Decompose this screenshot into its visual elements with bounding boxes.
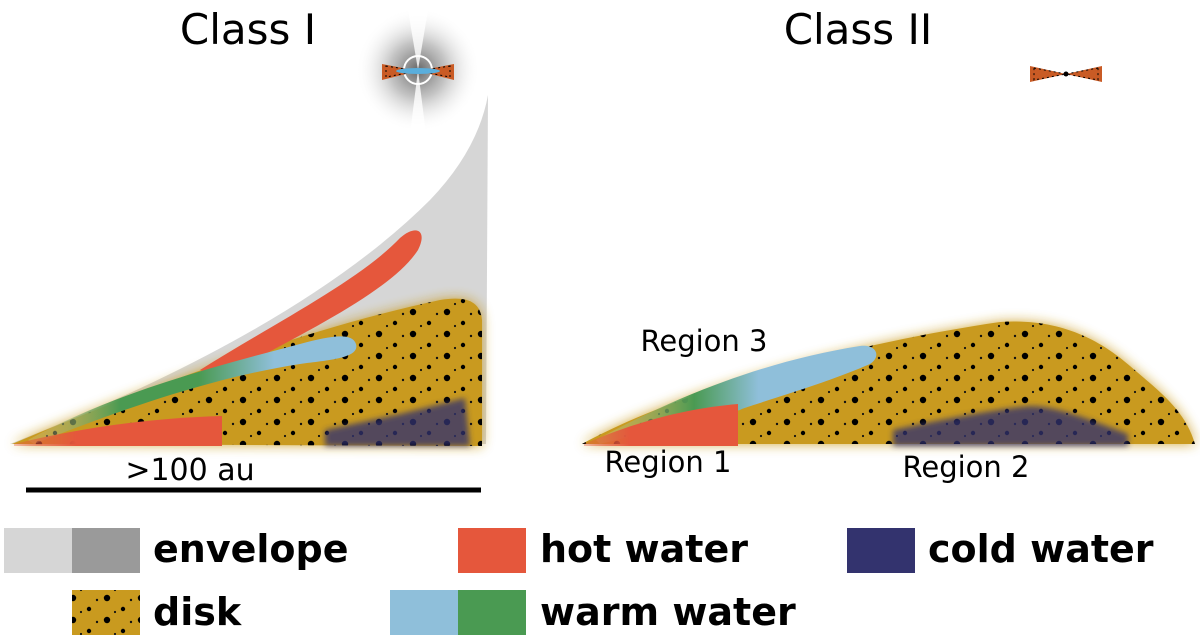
region-3-label: Region 3 bbox=[641, 324, 768, 358]
region-1-label: Region 1 bbox=[605, 445, 732, 479]
legend-envelope-label: envelope bbox=[153, 527, 348, 571]
legend-hot-water-label: hot water bbox=[540, 527, 748, 571]
legend: envelope disk hot water warm water cold … bbox=[4, 527, 1154, 635]
class-i-hot-water-plume bbox=[200, 230, 422, 378]
region-2-label: Region 2 bbox=[903, 450, 1030, 484]
class-ii-title: Class II bbox=[784, 5, 933, 54]
legend-cold-water-label: cold water bbox=[928, 527, 1154, 571]
class-i-protostar-icon bbox=[356, 8, 480, 150]
scale-label: >100 au bbox=[125, 453, 254, 488]
legend-hot-water: hot water bbox=[458, 527, 748, 573]
legend-cold-water: cold water bbox=[847, 527, 1154, 573]
class-ii-protostar-icon bbox=[1030, 66, 1102, 82]
class-i-title: Class I bbox=[180, 5, 316, 54]
legend-disk: disk bbox=[72, 590, 242, 635]
legend-envelope: envelope bbox=[4, 527, 348, 573]
legend-warm-water-label: warm water bbox=[540, 590, 796, 634]
class-ii-cold-water bbox=[893, 406, 1128, 446]
class-i-warm-water bbox=[28, 336, 357, 444]
legend-warm-water: warm water bbox=[390, 590, 796, 635]
class-i-cold-water bbox=[325, 398, 470, 446]
class-ii-hot-water bbox=[584, 404, 738, 446]
legend-disk-label: disk bbox=[153, 590, 242, 634]
class-i-hot-water-base bbox=[14, 416, 222, 446]
